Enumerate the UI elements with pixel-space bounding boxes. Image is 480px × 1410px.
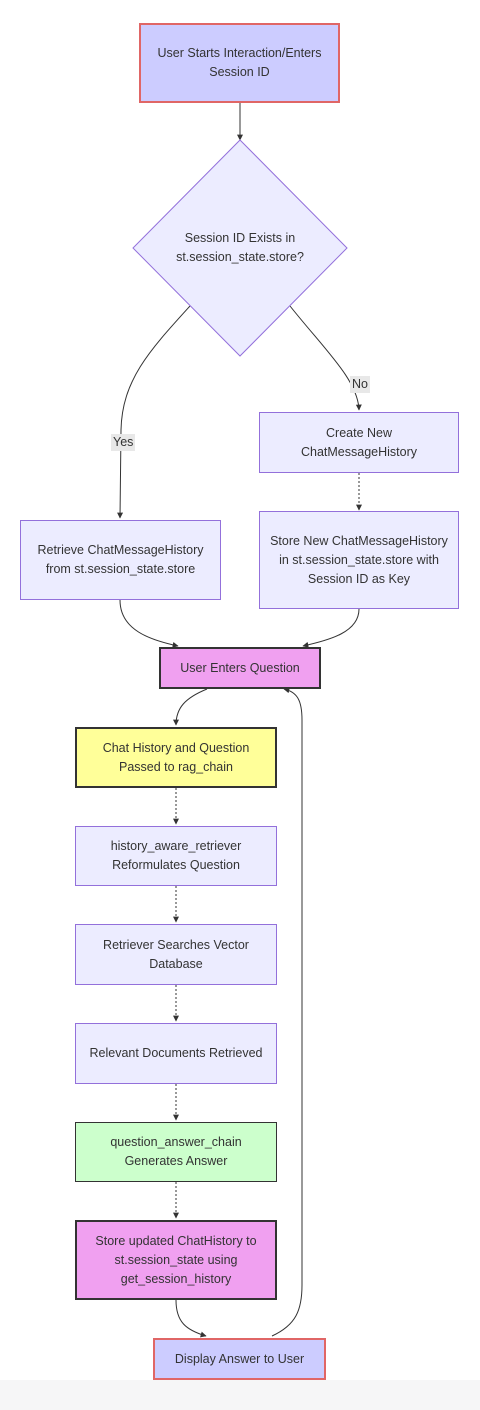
decision-label: Session ID Exists in st.session_state.st… [176, 231, 304, 264]
documents-retrieved-label: Relevant Documents Retrieved [89, 1046, 263, 1060]
edge-label-no: No [350, 376, 370, 393]
history-passed-node: Chat History and Question Passed to rag_… [75, 727, 277, 788]
display-answer-node: Display Answer to User [153, 1338, 326, 1380]
edge-decision-to-create [289, 305, 362, 411]
retrieve-history-node: Retrieve ChatMessageHistory from st.sess… [20, 520, 221, 600]
reformulate-question-label: history_aware_retriever Reformulates Que… [110, 839, 242, 872]
edge-store-new-to-question [302, 608, 360, 648]
generate-answer-node: question_answer_chain Generates Answer [75, 1122, 277, 1182]
generate-answer-label: question_answer_chain Generates Answer [110, 1135, 242, 1168]
edge-store-updated-to-display [175, 1299, 207, 1338]
store-new-history-node: Store New ChatMessageHistory in st.sessi… [259, 511, 459, 609]
user-enters-question-label: User Enters Question [180, 660, 300, 675]
start-node: User Starts Interaction/Enters Session I… [139, 23, 340, 103]
store-updated-history-label: Store updated ChatHistory to st.session_… [95, 1233, 257, 1286]
store-updated-history-node: Store updated ChatHistory to st.session_… [75, 1220, 277, 1300]
edge-display-to-question-loop [271, 687, 303, 1337]
edge-label-yes: Yes [111, 434, 136, 451]
page-footer-band [0, 1380, 480, 1410]
start-node-label: User Starts Interaction/Enters Session I… [157, 46, 322, 79]
store-new-history-label: Store New ChatMessageHistory in st.sessi… [270, 533, 448, 586]
edge-decision-to-retrieve [117, 305, 191, 519]
user-enters-question-node: User Enters Question [159, 647, 321, 689]
retriever-search-label: Retriever Searches Vector Database [103, 937, 249, 971]
edge-retrieve-to-question [119, 599, 179, 648]
retriever-search-node: Retriever Searches Vector Database [75, 924, 277, 985]
documents-retrieved-node: Relevant Documents Retrieved [75, 1023, 277, 1084]
history-passed-label: Chat History and Question Passed to rag_… [102, 740, 250, 774]
edge-question-to-passed [173, 688, 208, 726]
create-new-history-node: Create New ChatMessageHistory [259, 412, 459, 473]
reformulate-question-node: history_aware_retriever Reformulates Que… [75, 826, 277, 886]
retrieve-history-label: Retrieve ChatMessageHistory from st.sess… [37, 543, 204, 576]
create-new-history-label: Create New ChatMessageHistory [300, 425, 417, 459]
decision-diamond [132, 139, 348, 357]
display-answer-label: Display Answer to User [174, 1351, 305, 1366]
